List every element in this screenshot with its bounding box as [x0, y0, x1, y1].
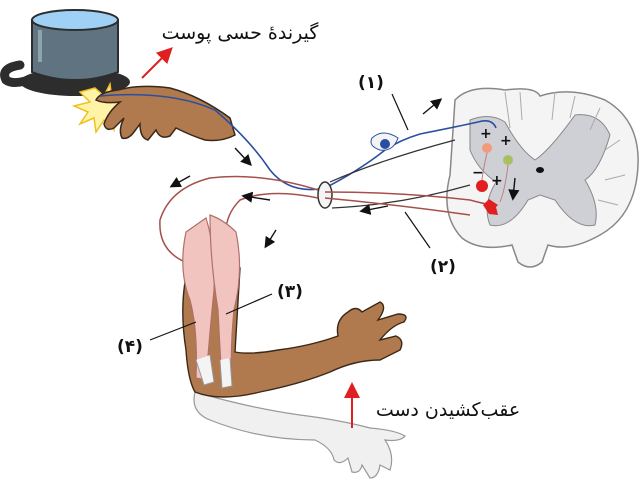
flow-arrow-2 — [423, 100, 440, 114]
label-n2: (۲) — [430, 257, 456, 277]
receptor-arrow — [142, 50, 170, 78]
flow-arrow-6 — [172, 176, 190, 186]
flow-arrow-4 — [362, 206, 388, 211]
plus-sign-1: + — [480, 126, 492, 142]
flow-arrow-1 — [235, 148, 250, 164]
hot-pot-icon — [5, 10, 130, 96]
minus-sign-1: − — [472, 165, 484, 181]
plus-sign-2: + — [500, 133, 512, 149]
label-skin-receptor: گیرندهٔ حسی پوست — [162, 21, 320, 44]
label-n1: (۱) — [358, 73, 384, 93]
label-n4: (۴) — [117, 337, 143, 357]
arm-extended — [194, 392, 405, 478]
leader-1 — [392, 94, 408, 130]
flow-arrow-7 — [266, 230, 276, 246]
leader-2 — [405, 212, 430, 248]
label-n3: (۳) — [277, 282, 303, 302]
plus-sign-3: + — [491, 173, 503, 189]
label-hand-withdrawal: عقب‌کشیدن دست — [376, 399, 520, 421]
